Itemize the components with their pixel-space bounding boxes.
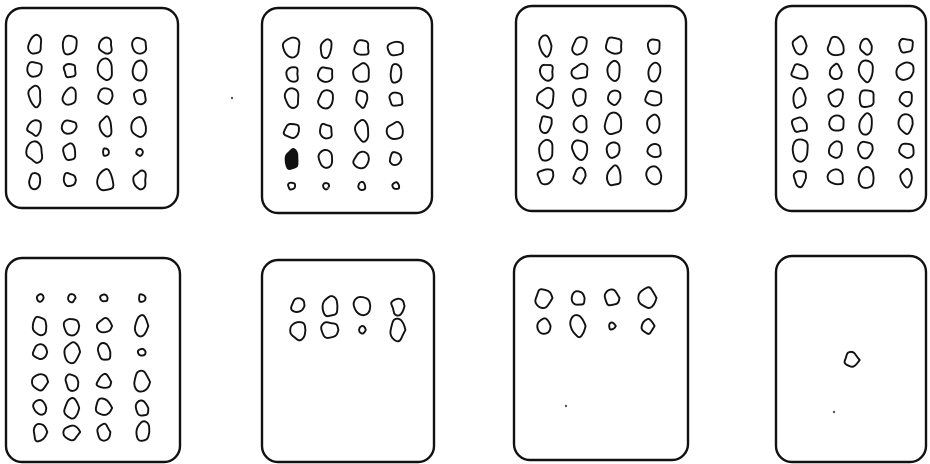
shape-outline [609,322,616,329]
shape-outline [391,299,404,316]
shape-outline [63,143,75,160]
shape-outline [648,39,660,53]
shape-outline [132,38,146,54]
shape-outline [354,40,368,55]
shape-outline [537,318,550,333]
panel-frame-7 [514,256,688,460]
shape-outline [539,140,552,161]
shape-outline [138,349,146,356]
shape-outline [828,89,842,106]
shape-outline [899,39,913,53]
shape-outline [64,173,76,186]
shape-outline [538,169,554,184]
speck-mark [327,187,329,189]
shape-outline [37,294,44,302]
shape-outline [829,115,843,130]
shape-outline [608,91,620,105]
shape-outline [645,91,661,105]
panel-frame-5 [6,258,180,462]
shape-outline [793,36,807,54]
shape-outline [896,62,913,79]
shape-outline [572,291,585,305]
shape-outline [321,322,338,338]
shape-outline [318,67,332,82]
shape-outline [605,113,621,135]
speck-mark [833,411,835,413]
shape-outline [829,141,842,158]
shape-outline [139,294,146,302]
speck-mark [565,405,567,407]
shape-outline [62,120,77,133]
shape-outline [286,67,298,82]
shape-outline [900,92,912,106]
shape-outline [98,58,112,80]
shape-outline [131,117,146,137]
shape-outline [27,62,41,77]
shape-outline [607,142,620,158]
speck-mark [231,97,233,99]
shape-outline [828,169,843,184]
shape-outline [103,148,109,155]
shape-outline [68,294,76,302]
shape-outline [358,182,365,190]
shape-outline [648,63,660,82]
shape-outline [793,88,805,108]
shape-outline [606,38,621,54]
shape-outline [794,171,806,187]
shape-outline [133,60,147,80]
shape-outline [98,88,112,104]
shape-outline [354,297,371,315]
shape-outline [859,167,874,188]
shape-outline [29,173,40,189]
shape-outline [388,42,403,55]
shape-outline [136,421,149,441]
shape-outline [99,38,112,54]
shape-outline [860,90,874,107]
shape-outline [98,343,110,360]
shape-outline [64,319,79,336]
shape-outline [134,90,146,104]
shape-outline [391,64,402,83]
shape-outline [33,344,47,359]
shape-outline [323,296,338,316]
shape-outline [100,295,107,302]
shape-outline [288,183,295,190]
shape-outline [136,149,143,156]
shape-outline [389,93,402,106]
shape-outline [858,142,873,159]
shape-outline [607,61,619,81]
shape-outline [321,39,332,58]
shape-outline [792,117,807,131]
panel-frame-6 [262,260,434,462]
shape-outline [359,326,366,334]
shape-outline [392,182,399,189]
shape-outline [319,150,333,168]
shape-outline [574,116,587,133]
shape-outline [573,89,586,106]
shape-outline [64,64,76,77]
shape-outline [284,124,299,138]
shape-outline [647,144,660,157]
shape-outline [33,317,47,335]
shape-outline [320,124,332,139]
shape-outline [291,298,304,312]
shape-outline [646,166,661,184]
shape-outline [63,36,77,55]
shape-outline [647,115,660,133]
shape-outline [793,139,808,161]
shape-outline [390,152,402,165]
shape-outline [66,374,79,391]
shape-outline [791,64,807,79]
